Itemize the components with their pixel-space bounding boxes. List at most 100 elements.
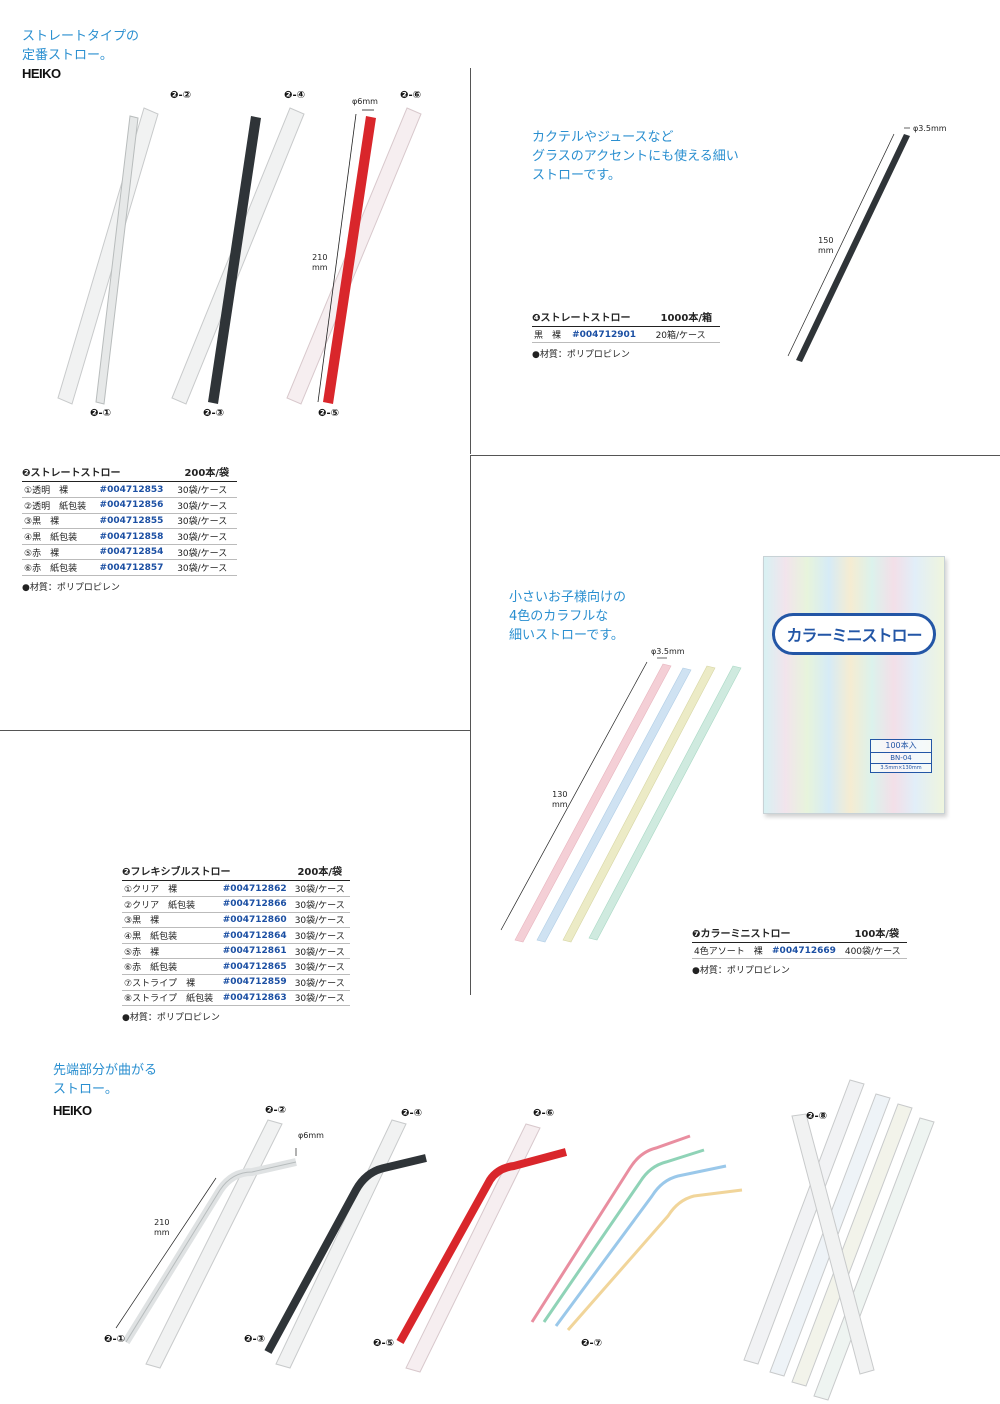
- row-case: 30袋/ケース: [292, 990, 350, 1007]
- straight-dim-diameter: φ6mm: [352, 97, 378, 106]
- flex-wrapped-red-6: [405, 1123, 541, 1373]
- straight-straw-black-pair: [171, 107, 305, 405]
- mini-lead-text: 小さいお子様向けの 4色のカラフルな 細いストローです。: [509, 590, 627, 643]
- row-name: 黒 裸: [532, 327, 571, 344]
- row-code: #004712857: [97, 559, 176, 577]
- row-name: ⑥赤 紙包装: [22, 559, 98, 577]
- row-code: #004712854: [97, 544, 176, 561]
- flex-straw-black-pair: [264, 1119, 427, 1369]
- row-case: 30袋/ケース: [292, 927, 350, 944]
- row-case: 400袋/ケース: [842, 943, 907, 960]
- flex-straw-red-pair: [396, 1123, 568, 1373]
- flex-stripe-yellow: [566, 1188, 743, 1331]
- row-code: #004712669: [770, 943, 843, 960]
- flex-straw-clear-pair: [115, 1119, 297, 1369]
- row-code: #004712855: [97, 513, 176, 530]
- thin-dim-length: 150 mm: [818, 236, 834, 255]
- divider-horizontal-right: [470, 455, 1000, 456]
- row-case: 30袋/ケース: [175, 528, 237, 545]
- flex-straw-stripe-group: [530, 1134, 743, 1331]
- row-code: #004712901: [570, 327, 654, 344]
- row-code: #004712865: [220, 958, 293, 976]
- tag-flex-2-8: ❷-⑧: [806, 1111, 828, 1122]
- straw-thin-black: [796, 134, 910, 362]
- dimension-line-150: [787, 133, 895, 357]
- thin-lead-text: カクテルやジュースなど グラスのアクセントにも使える細い ストローです。: [532, 130, 739, 183]
- tag-straight-2-1: ❷-①: [90, 408, 112, 419]
- row-case: 30袋/ケース: [175, 513, 237, 530]
- row-case: 20箱/ケース: [653, 327, 720, 344]
- tag-straight-2-3: ❷-③: [203, 408, 225, 419]
- row-code: #004712863: [220, 990, 293, 1007]
- tag-straight-2-2: ❷-②: [170, 90, 192, 101]
- flex-wrapped-stripe-a: [743, 1079, 865, 1365]
- tag-flex-2-3: ❷-③: [244, 1334, 266, 1345]
- flex-stripe-pink: [530, 1134, 691, 1323]
- flex-wrapped-stripe-bundle: [743, 1079, 935, 1401]
- row-case: 30袋/ケース: [175, 497, 237, 514]
- flex-lead-text: 先端部分が曲がる ストロー。: [53, 1063, 158, 1097]
- straight-dim-length: 210 mm: [312, 253, 328, 272]
- spec-note-straight: ●材質：ポリプロピレン: [22, 583, 120, 594]
- row-name: ⑤赤 裸: [122, 943, 221, 960]
- spec-unit: 200本/袋: [297, 867, 342, 878]
- row-case: 30袋/ケース: [292, 943, 350, 960]
- spec-title-mini: ❼カラーミニストロー 100本/袋: [692, 925, 907, 943]
- row-name: ⑦ストライプ 裸: [122, 974, 221, 991]
- straw-red-5: [323, 116, 376, 404]
- row-name: ①透明 裸: [22, 482, 98, 499]
- dimension-line-210: [317, 113, 357, 403]
- package-count: 100本入: [871, 740, 931, 753]
- tag-straight-2-5: ❷-⑤: [318, 408, 340, 419]
- tag-flex-2-7: ❷-⑦: [581, 1338, 603, 1349]
- dimension-line-flex-210: [115, 1177, 217, 1329]
- straw-mini-green: [588, 665, 742, 941]
- row-name: ④黒 紙包装: [22, 528, 98, 545]
- straw-clear-1: [95, 115, 139, 405]
- flex-wrapped-stripe-e: [791, 1113, 875, 1375]
- straw-mini-yellow: [562, 665, 716, 943]
- divider-vertical-top: [470, 68, 471, 454]
- mini-straws-illustration: [500, 657, 742, 943]
- flex-black-3: [264, 1154, 427, 1354]
- row-name: ②クリア 紙包装: [122, 896, 221, 913]
- spec-note-mini: ●材質：ポリプロピレン: [692, 966, 790, 977]
- mini-dim-length: 130 mm: [552, 790, 568, 809]
- dimension-line-130: [500, 661, 648, 931]
- flex-wrapped-stripe-c: [791, 1103, 913, 1387]
- spec-unit: 100本/袋: [854, 929, 899, 940]
- row-code: #004712860: [220, 912, 293, 929]
- package-label-banner: カラーミニストロー: [772, 613, 936, 655]
- row-name: ③黒 裸: [22, 513, 98, 530]
- package-label-text: カラーミニストロー: [786, 626, 922, 645]
- row-code: #004712861: [220, 943, 293, 960]
- row-name: ①クリア 裸: [122, 881, 221, 898]
- spec-title-straight: ❷ストレートストロー 200本/袋: [22, 464, 237, 482]
- row-case: 30袋/ケース: [175, 559, 237, 577]
- row-name: ②透明 紙包装: [22, 497, 98, 514]
- flex-wrapped-clear-2: [145, 1119, 283, 1369]
- package-size: 3.5mm×130mm: [880, 765, 922, 771]
- row-case: 30袋/ケース: [292, 912, 350, 929]
- mini-dim-diameter: φ3.5mm: [651, 647, 685, 656]
- straw-wrapped-clear-2: [57, 107, 159, 405]
- row-code: #004712864: [220, 927, 293, 944]
- straight-lead-text: ストレートタイプの 定番ストロー。: [22, 29, 140, 63]
- tag-flex-2-6: ❷-⑥: [533, 1108, 555, 1119]
